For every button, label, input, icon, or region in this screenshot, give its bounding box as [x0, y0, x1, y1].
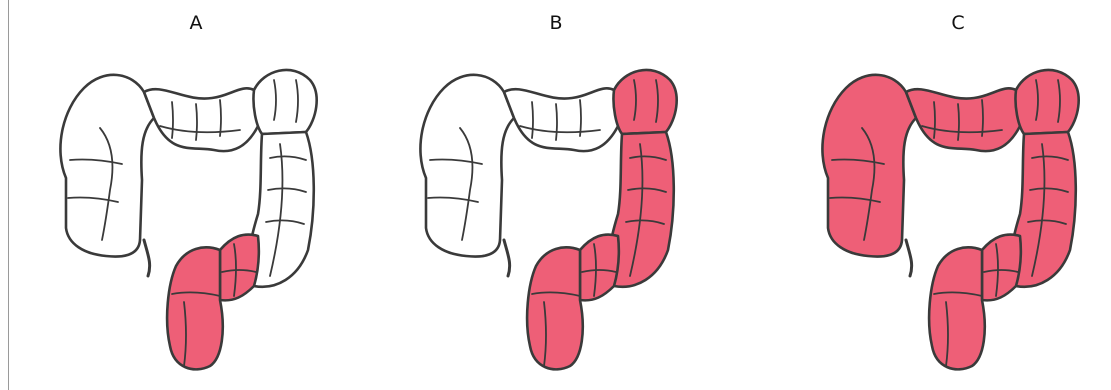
panel-label-c: C	[798, 12, 1111, 34]
rectum-segment	[527, 247, 583, 369]
transverse-segment	[504, 88, 620, 151]
panel-label-a: A	[36, 12, 356, 34]
colon-diagram-a	[36, 40, 356, 380]
colon-diagram-c	[798, 40, 1111, 380]
panel-a: A	[36, 0, 356, 390]
sigmoid-segment	[982, 235, 1021, 301]
transverse-fold-line	[220, 100, 221, 136]
transverse-fold-line	[580, 100, 581, 136]
splenic-segment	[253, 70, 316, 134]
ascending-segment	[420, 75, 514, 257]
appendix-segment	[144, 240, 150, 276]
appendix-segment	[906, 240, 912, 276]
colon-diagram-b	[396, 40, 716, 380]
transverse-fold-line	[982, 100, 983, 136]
ascending-segment	[822, 75, 916, 257]
transverse-fold-line	[958, 104, 959, 140]
transverse-fold-line	[172, 102, 173, 138]
appendix-segment	[504, 240, 510, 276]
transverse-fold-line	[556, 104, 557, 140]
panel-c: C	[798, 0, 1111, 390]
sigmoid-segment	[580, 235, 619, 301]
transverse-fold-line	[196, 104, 197, 140]
panel-label-b: B	[396, 12, 716, 34]
splenic-segment	[1015, 70, 1078, 134]
transverse-fold-line	[934, 102, 935, 138]
transverse-segment	[144, 88, 260, 151]
splenic-segment	[613, 70, 676, 134]
transverse-segment	[906, 88, 1022, 151]
rectum-segment	[167, 247, 223, 369]
panel-b: B	[396, 0, 716, 390]
ascending-segment	[60, 75, 154, 257]
left-edge-line	[8, 0, 9, 390]
rectum-segment	[929, 247, 985, 369]
sigmoid-segment	[220, 235, 259, 301]
transverse-fold-line	[532, 102, 533, 138]
